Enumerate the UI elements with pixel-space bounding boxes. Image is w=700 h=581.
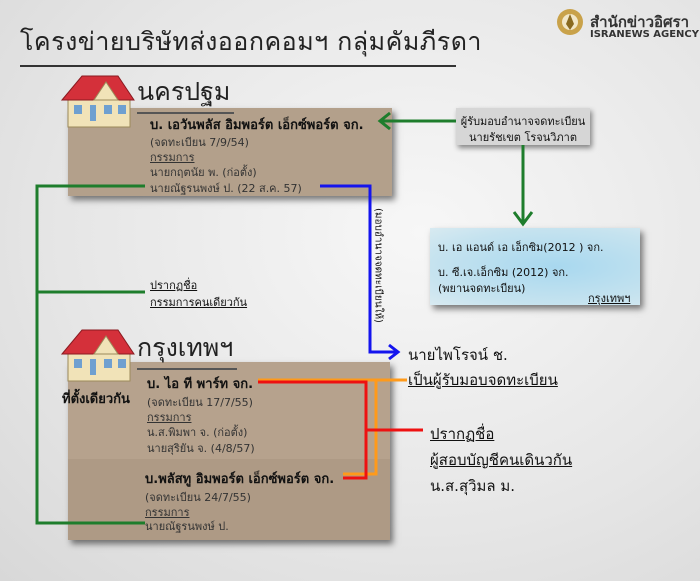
same-director-label: ปรากฏชื่อ [150,279,198,292]
company-name: บ. เอวันพลัส อิมพอร์ต เอ็กซ์พอร์ต จก. [150,118,364,133]
red-connector [258,380,423,480]
same-location-label: ที่ตั้งเดียวกัน [62,392,130,407]
company-name: บ. ซี.เจ.เอ็กซิม (2012) จก. [438,266,569,279]
house-icon [60,75,135,128]
director: นายณัฐรนพงษ์ ป. [145,520,229,533]
region-label: กรุงเทพฯ [588,292,631,305]
registration-date: (จดทะเบียน 17/7/55) [147,396,253,409]
region-bangkok: กรุงเทพฯ [137,328,238,370]
logo-english: ISRANEWS AGENCY [590,29,700,40]
company-name: บ. ไอ ที พาร์ท จก. [147,377,254,392]
witness-note: (พยานจดทะเบียน) [438,282,526,295]
auditor-name: น.ส.สุวิมล ม. [430,477,516,495]
director: นายณัฐรนพงษ์ ป. (22 ส.ค. 57) [150,182,302,195]
company-name: บ.พลัสทู อิมพอร์ต เอ็กซ์พอร์ต จก. [145,472,335,487]
blue-connector [320,184,401,361]
directors-label: กรรมการ [147,411,192,424]
company-name: บ. เอ แอนด์ เอ เอ็กซิม(2012 ) จก. [438,241,604,254]
auditor-role: ผู้สอบบัญชีคนเดินวกัน [430,451,573,469]
delegation-label: (มอบอำนาจจดทะเบียนให้) [372,208,384,323]
director: นายสุริยัน จ. (4/8/57) [147,442,255,455]
green-connector [35,111,534,525]
orange-connector [258,378,407,476]
authorized-person-box [456,108,590,145]
registration-date: (จดทะเบียน 24/7/55) [145,491,251,504]
region-nakhon-pathom: นครปฐม [137,72,235,114]
house-icon [60,329,135,382]
auditor-label: ปรากฏชื่อ [430,425,495,443]
bangkok-witness-box [430,228,640,305]
bangkok-company-box [68,362,390,540]
directors-label: กรรมการ [145,506,190,519]
director: นายกฤตนัย พ. (ก่อตั้ง) [150,166,257,179]
page-title: โครงข่ายบริษัทส่งออกคอมฯ กลุ่มคัมภีรดา [20,22,481,67]
logo-thai: สำนักข่าวอิศรา [590,13,690,31]
authorized-name: นายรัชเขต โรจนวิภาต [469,131,577,144]
director: น.ส.พิมพา จ. (ก่อตั้ง) [147,426,248,439]
receiver-role: เป็นผู้รับมอบจดทะเบียน [408,371,558,389]
same-director-label: กรรมการคนเดียวกัน [150,296,248,309]
authorized-role: ผู้รับมอบอำนาจจดทะเบียน [460,115,586,128]
directors-label: กรรมการ [150,151,195,164]
receiver-name: นายไพโรจน์ ช. [408,346,508,364]
registration-date: (จดทะเบียน 7/9/54) [150,136,249,149]
